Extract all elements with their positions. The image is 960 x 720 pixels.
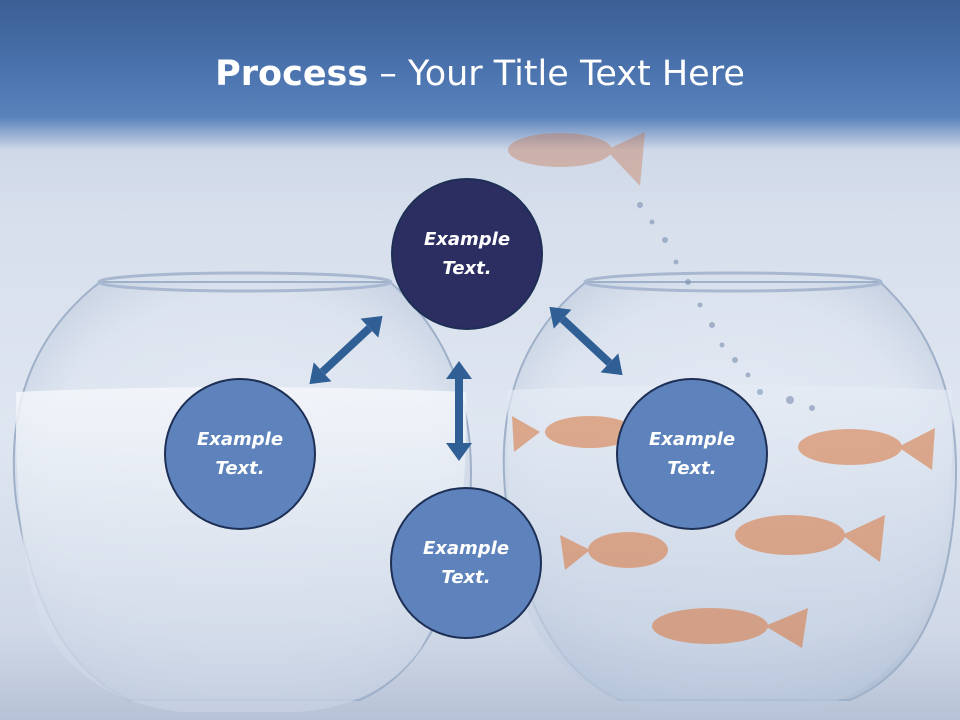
node-label: Example Text. [648, 429, 736, 479]
jumping-goldfish [508, 132, 645, 186]
node-label: Example Text. [423, 229, 511, 279]
arrow-left-to-top [309, 315, 383, 385]
goldfish-group [512, 416, 935, 648]
process-node-left: Example Text. [164, 378, 316, 530]
arrow-top-to-right [549, 306, 623, 376]
arrow-vertical-center [446, 361, 472, 461]
water-splash [637, 202, 815, 411]
node-label: Example Text. [196, 429, 284, 479]
process-node-top: Example Text. [391, 178, 543, 330]
title-rest-text: – Your Title Text Here [368, 54, 745, 94]
slide-title: Process – Your Title Text Here [0, 52, 960, 96]
title-bar [0, 0, 960, 150]
node-label: Example Text. [422, 538, 510, 588]
process-node-bottom: Example Text. [390, 487, 542, 639]
title-bold-text: Process [215, 54, 369, 94]
process-node-right: Example Text. [616, 378, 768, 530]
